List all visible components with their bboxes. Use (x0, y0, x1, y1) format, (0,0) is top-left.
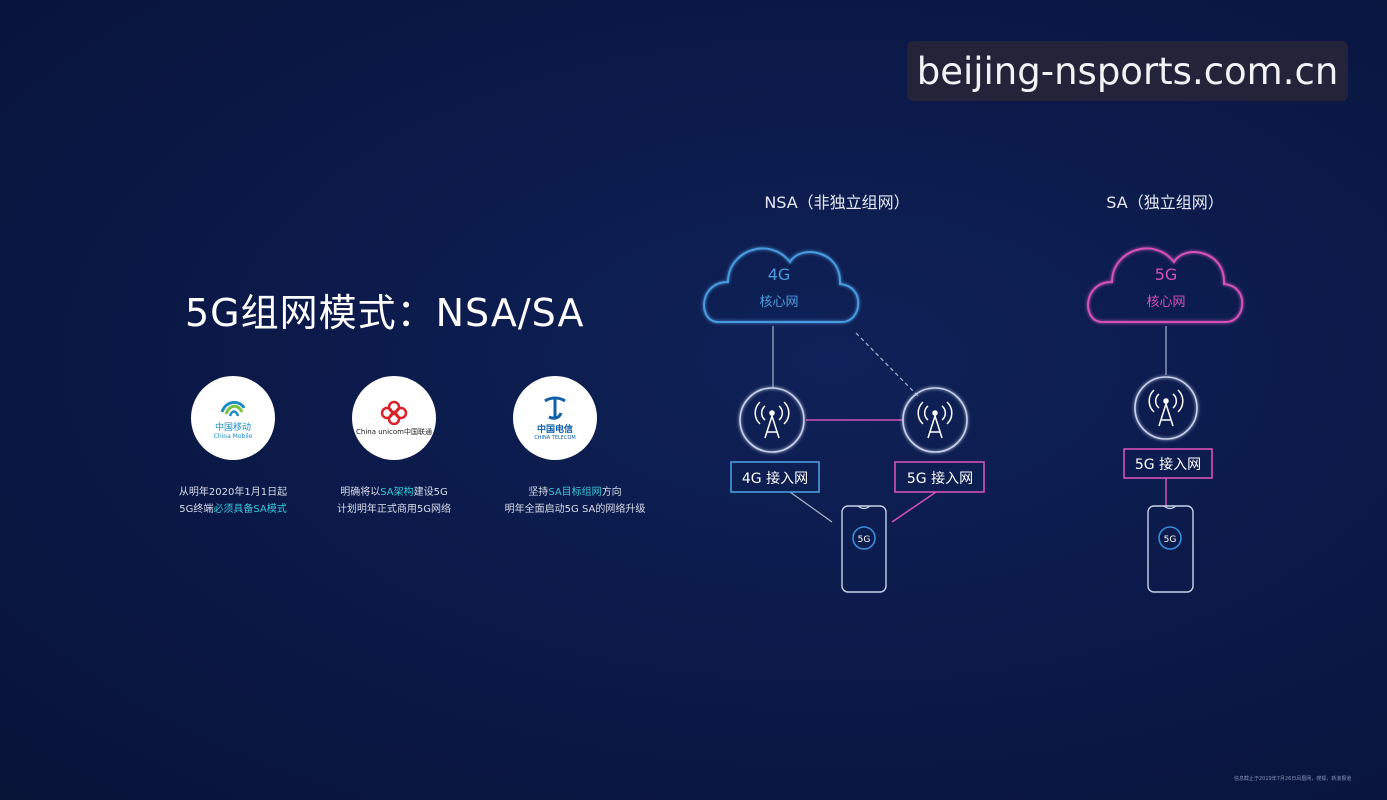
china-mobile-logo: 中国移动 China Mobile (191, 376, 275, 460)
nsa-4g-tower-icon (754, 401, 790, 439)
sa-core-sub: 核心网 (1146, 295, 1185, 310)
sa-access-label: 5G 接入网 (1135, 456, 1201, 473)
china-unicom-name: China unicom中国联通 (356, 428, 432, 436)
caption-text: 建设5G (413, 487, 448, 498)
nsa-4g-access-box (730, 461, 820, 493)
caption-highlight: SA目标组网 (548, 487, 602, 498)
caption-line: 明确将以SA架构建设5G (324, 484, 464, 501)
caption-line: 5G终端必须具备SA模式 (163, 501, 303, 518)
china-telecom-icon (544, 396, 566, 420)
sa-access-box (1123, 448, 1213, 479)
china-unicom-knot-icon (380, 400, 408, 425)
nsa-phone-badge-circle (852, 526, 876, 550)
link-core-5g-tower-dashed (855, 332, 919, 397)
nsa-5g-tower-icon (917, 401, 953, 439)
caption-line: 从明年2020年1月1日起 (178, 487, 288, 498)
watermark-banner: beijing-nsports.com.cn (907, 41, 1348, 101)
sa-phone-badge: 5G (1164, 535, 1177, 545)
caption-line: 计划明年正式商用5G网络 (336, 504, 452, 515)
china-telecom-logo: 中国电信 CHINA TELECOM (513, 376, 597, 460)
sa-core-label: 5G (1155, 265, 1178, 284)
china-unicom-logo: China unicom中国联通 (352, 376, 436, 460)
china-telecom-caption: 坚持SA目标组网方向 明年全面启动5G SA的网络升级 (480, 484, 670, 518)
sa-cloud-icon (1087, 247, 1244, 323)
nsa-phone-icon (841, 505, 887, 593)
china-mobile-caption: 从明年2020年1月1日起 5G终端必须具备SA模式 (163, 484, 303, 518)
china-mobile-icon (220, 401, 246, 417)
china-telecom-name: 中国电信 (536, 425, 573, 435)
china-mobile-en: China Mobile (213, 433, 253, 440)
caption-line: 明年全面启动5G SA的网络升级 (504, 504, 646, 515)
nsa-5g-tower-circle (902, 387, 968, 453)
nsa-4g-tower-circle (739, 387, 805, 453)
sa-phone-notch (1163, 505, 1177, 510)
caption-text: 明确将以 (340, 487, 381, 498)
nsa-core-sub: 核心网 (759, 295, 798, 310)
nsa-phone-notch (857, 505, 871, 510)
nsa-cloud-icon (703, 247, 860, 323)
caption-line: 坚持SA目标组网方向 (480, 484, 670, 501)
china-unicom-caption: 明确将以SA架构建设5G 计划明年正式商用5G网络 (324, 484, 464, 518)
sa-phone-badge-circle (1158, 526, 1182, 550)
source-footnote: 信息截止于2019年7月26日凤凰网，搜狐，新浪报道 (1234, 776, 1352, 782)
caption-highlight: SA架构 (380, 487, 414, 498)
nsa-5g-access-box (894, 461, 985, 493)
link-4g-access-phone (789, 491, 833, 523)
sa-tower-icon (1148, 389, 1184, 427)
nsa-core-label: 4G (768, 265, 791, 284)
sa-tower-circle (1134, 376, 1198, 440)
caption-text: 5G终端 (179, 504, 214, 515)
slide-title: 5G组网模式：NSA/SA (185, 291, 585, 335)
nsa-heading: NSA（非独立组网） (764, 193, 909, 212)
caption-highlight: 必须具备SA模式 (213, 504, 287, 515)
nsa-4g-access-label: 4G 接入网 (742, 470, 808, 487)
nsa-phone-badge: 5G (858, 535, 871, 545)
link-5g-access-phone (891, 491, 937, 523)
sa-phone-icon (1147, 505, 1194, 593)
caption-text: 坚持 (528, 487, 549, 498)
caption-text: 方向 (601, 487, 622, 498)
nsa-5g-access-label: 5G 接入网 (907, 470, 973, 487)
china-mobile-name: 中国移动 (214, 423, 251, 433)
china-telecom-en: CHINA TELECOM (534, 435, 576, 441)
sa-heading: SA（独立组网） (1106, 193, 1223, 212)
